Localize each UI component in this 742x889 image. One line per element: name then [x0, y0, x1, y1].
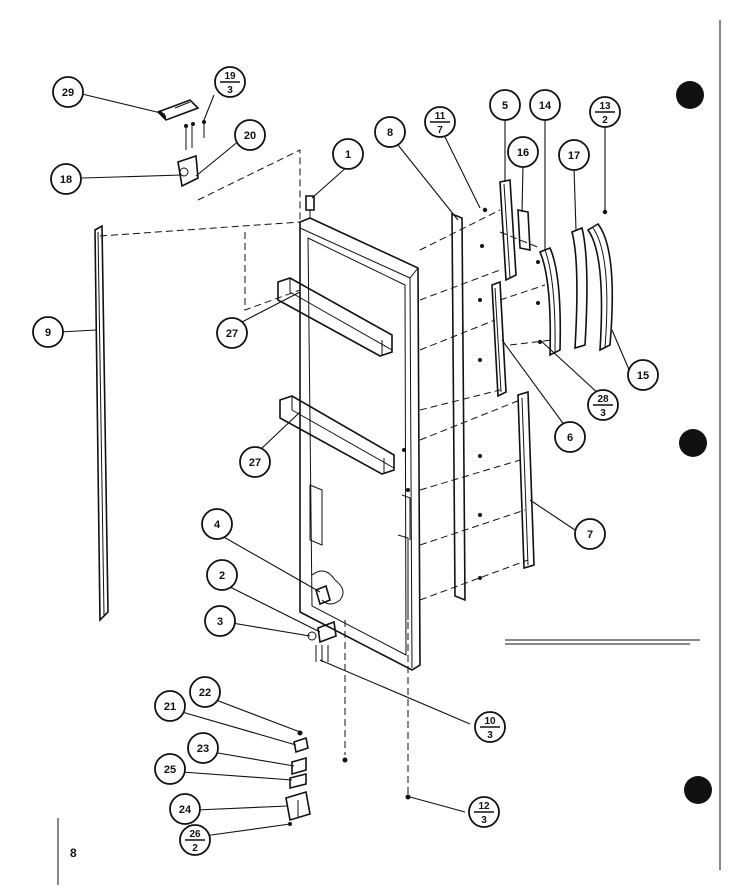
callout-c22: 22	[189, 676, 221, 708]
leader-lines	[59, 93, 631, 837]
callout-text: 4	[214, 519, 221, 531]
callout-c21: 21	[154, 690, 186, 722]
callout-c26: 262	[179, 824, 211, 856]
callout-text: 22	[199, 687, 211, 699]
callout-denominator: 2	[602, 115, 608, 126]
callout-c20: 20	[234, 119, 266, 151]
callout-denominator: 3	[481, 815, 487, 826]
callout-text: 27	[226, 328, 238, 340]
part-7-trim	[517, 390, 535, 570]
part-15-handle-cap	[586, 222, 614, 352]
callout-c15: 15	[627, 359, 659, 391]
callout-text: 14	[539, 100, 552, 112]
callout-c25: 25	[154, 753, 186, 785]
part-5-trim	[499, 179, 517, 282]
part-8-liner-panel	[451, 212, 466, 602]
part-9-gasket-strip	[94, 224, 109, 622]
part-1-screw	[305, 195, 315, 218]
callout-text: 3	[217, 616, 223, 628]
callout-c6: 6	[554, 421, 586, 453]
part-6-trim	[491, 280, 507, 398]
callout-denominator: 3	[227, 85, 233, 96]
callout-c18: 18	[50, 163, 82, 195]
callout-c4: 4	[201, 508, 233, 540]
page-number: 8	[70, 846, 77, 860]
top-hinge-assembly	[156, 99, 206, 188]
screw-bottom-left	[342, 757, 348, 763]
callout-c29: 29	[52, 76, 84, 108]
callout-numerator: 19	[224, 71, 236, 82]
callout-text: 25	[164, 764, 176, 776]
door-panel	[299, 217, 421, 671]
callout-c10: 103	[474, 711, 506, 743]
callout-c19: 193	[214, 66, 246, 98]
callout-text: 9	[45, 327, 51, 339]
callout-numerator: 10	[484, 716, 496, 727]
callout-text: 29	[62, 87, 74, 99]
callout-c16: 16	[507, 136, 539, 168]
callout-text: 7	[587, 529, 593, 541]
callout-numerator: 28	[597, 394, 609, 405]
binder-hole-bottom	[684, 776, 712, 804]
binder-hole-middle	[679, 429, 707, 457]
part-16-bracket	[517, 209, 531, 251]
callout-text: 2	[219, 570, 225, 582]
scan-artifact-bar	[505, 639, 700, 645]
assembly-dash-lines	[99, 149, 553, 795]
callout-text: 5	[502, 100, 508, 112]
callout-c13: 132	[589, 96, 621, 128]
part-17-handle	[571, 226, 588, 350]
callout-numerator: 12	[478, 801, 490, 812]
callout-numerator: 26	[189, 829, 201, 840]
callout-c27a: 27	[216, 317, 248, 349]
part-27-lower-shelf-bar	[279, 395, 395, 475]
callout-denominator: 3	[487, 730, 493, 741]
callout-c23: 23	[187, 732, 219, 764]
callout-text: 8	[387, 127, 393, 139]
callout-text: 17	[568, 150, 580, 162]
callout-c9: 9	[32, 316, 64, 348]
callout-numerator: 13	[599, 101, 611, 112]
lower-hinge-parts	[307, 584, 337, 662]
callout-c7: 7	[574, 518, 606, 550]
callout-text: 18	[60, 174, 72, 186]
callout-text: 21	[164, 701, 176, 713]
callout-c2: 2	[206, 559, 238, 591]
binder-hole-top	[676, 81, 704, 109]
callout-denominator: 7	[437, 125, 443, 136]
callout-text: 20	[244, 130, 256, 142]
callout-text: 1	[345, 149, 351, 161]
screw-bottom-right	[405, 794, 411, 800]
callout-c28: 283	[587, 389, 619, 421]
callout-c14: 14	[529, 89, 561, 121]
part-14-handle	[538, 246, 562, 357]
callout-text: 6	[567, 432, 573, 444]
callout-c8: 8	[374, 116, 406, 148]
callout-c27b: 27	[239, 446, 271, 478]
bottom-hinge-stack	[285, 730, 311, 826]
callout-text: 27	[249, 457, 261, 469]
callout-text: 15	[637, 370, 649, 382]
part-27-upper-shelf-bar	[277, 277, 393, 357]
callout-c1: 1	[332, 138, 364, 170]
callout-c24: 24	[169, 793, 201, 825]
callout-c17: 17	[558, 139, 590, 171]
callout-c3: 3	[204, 605, 236, 637]
callout-c12: 123	[468, 796, 500, 828]
callout-text: 23	[197, 743, 209, 755]
callout-denominator: 3	[600, 408, 606, 419]
callout-c11: 117	[424, 106, 456, 138]
callout-text: 16	[517, 147, 529, 159]
callout-text: 24	[179, 804, 192, 816]
callout-numerator: 11	[435, 111, 446, 122]
callout-denominator: 2	[192, 843, 198, 854]
callout-c5: 5	[489, 89, 521, 121]
assembly-screws	[402, 207, 608, 580]
